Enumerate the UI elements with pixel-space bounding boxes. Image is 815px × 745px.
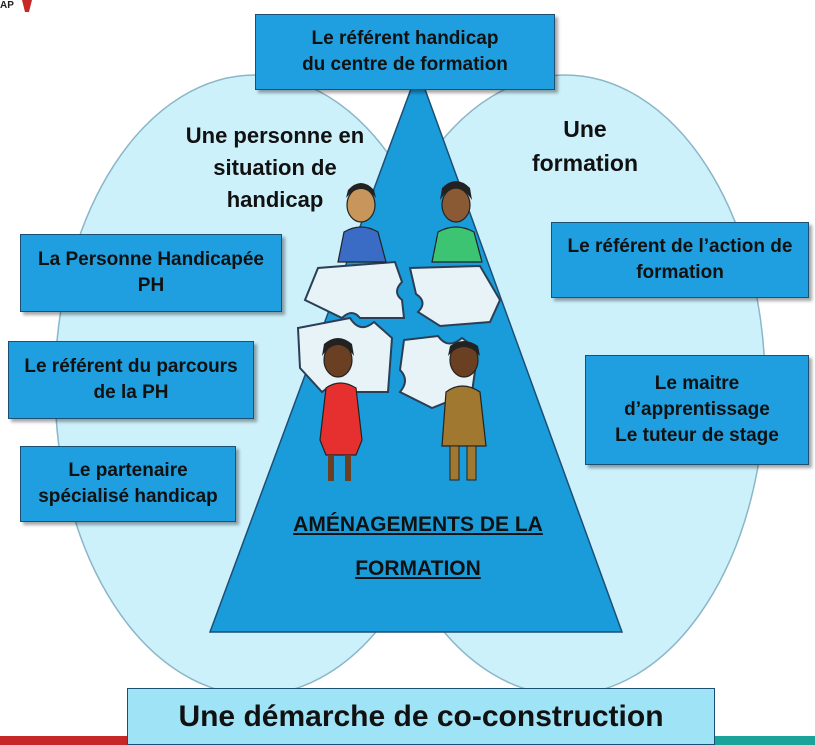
box-personne-handicapee-line-2: PH bbox=[137, 275, 165, 296]
corner-logo-mark bbox=[22, 0, 32, 12]
left-heading-line-3: handicap bbox=[226, 187, 324, 212]
left-heading: Une personne en situation de handicap bbox=[170, 120, 380, 216]
puzzle-piece-top-right bbox=[408, 264, 502, 328]
box-referent-action-formation: Le référent de l’action de formation bbox=[551, 222, 809, 298]
box-referent-action-line-1: Le référent de l’action de bbox=[567, 236, 793, 257]
bottom-banner-text: Une démarche de co-construction bbox=[178, 699, 664, 733]
puzzle-piece-top-left bbox=[303, 260, 406, 320]
box-partenaire-specialise-line-1: Le partenaire bbox=[68, 460, 188, 481]
person-blue bbox=[337, 183, 387, 263]
center-title-line-1: AMÉNAGEMENTS DE LA bbox=[293, 513, 543, 536]
left-heading-line-1: Une personne en bbox=[185, 123, 365, 148]
right-heading: Une formation bbox=[515, 112, 655, 180]
person-green bbox=[431, 181, 483, 263]
center-title: AMÉNAGEMENTS DE LA FORMATION bbox=[260, 503, 576, 591]
box-maitre-tuteur-line-2: d’apprentissage bbox=[624, 399, 770, 420]
box-referent-parcours-line-2: de la PH bbox=[93, 382, 169, 403]
box-referent-action-line-2: formation bbox=[636, 262, 724, 283]
box-maitre-tuteur-line-1: Le maitre bbox=[654, 373, 740, 394]
top-box-line-1: Le référent handicap bbox=[311, 28, 499, 49]
corner-logo: AP bbox=[0, 0, 14, 11]
bottom-banner: Une démarche de co-construction bbox=[127, 688, 715, 745]
right-heading-line-2: formation bbox=[531, 150, 639, 176]
top-box-line-2: du centre de formation bbox=[302, 54, 508, 75]
right-heading-line-1: Une bbox=[563, 116, 607, 142]
box-partenaire-specialise: Le partenaire spécialisé handicap bbox=[20, 446, 236, 522]
left-heading-line-2: situation de bbox=[213, 155, 337, 180]
person-brown bbox=[441, 341, 487, 481]
box-partenaire-specialise-line-2: spécialisé handicap bbox=[38, 486, 218, 507]
box-personne-handicapee: La Personne Handicapée PH bbox=[20, 234, 282, 312]
center-title-line-2: FORMATION bbox=[355, 557, 481, 580]
box-personne-handicapee-line-1: La Personne Handicapée bbox=[38, 249, 264, 270]
bottom-strip-red bbox=[0, 736, 130, 745]
box-maitre-tuteur: Le maitre d’apprentissage Le tuteur de s… bbox=[585, 355, 809, 465]
person-red bbox=[319, 338, 363, 481]
box-referent-parcours: Le référent du parcours de la PH bbox=[8, 341, 254, 419]
bottom-strip-teal bbox=[715, 736, 815, 745]
top-box-referent-centre: Le référent handicap du centre de format… bbox=[255, 14, 555, 90]
box-referent-parcours-line-1: Le référent du parcours bbox=[24, 356, 238, 377]
box-maitre-tuteur-line-3: Le tuteur de stage bbox=[615, 425, 779, 446]
